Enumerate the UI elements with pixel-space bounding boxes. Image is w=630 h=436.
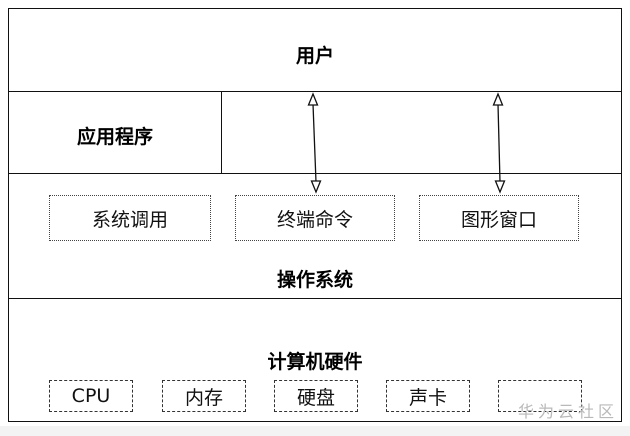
hw-disk: 硬盘 bbox=[274, 380, 358, 412]
hw-cpu: CPU bbox=[49, 380, 133, 412]
os-layer: 系统调用 终端命令 图形窗口 操作系统 bbox=[8, 173, 622, 299]
user-layer: 用户 bbox=[8, 8, 622, 92]
app-layer-title: 应用程序 bbox=[76, 126, 153, 148]
hw-soundcard: 声卡 bbox=[386, 380, 470, 412]
hw-memory: 内存 bbox=[162, 380, 246, 412]
hardware-layer-title: 计算机硬件 bbox=[267, 351, 363, 373]
hardware-layer: 计算机硬件 CPU 内存 硬盘 声卡 bbox=[8, 298, 622, 422]
hw-other bbox=[498, 380, 582, 412]
os-component-terminal: 终端命令 bbox=[235, 195, 395, 241]
app-layer-label-cell: 应用程序 bbox=[8, 91, 222, 174]
watermark: 华为云社区 bbox=[517, 402, 618, 421]
user-layer-title: 用户 bbox=[295, 45, 334, 67]
os-component-syscall: 系统调用 bbox=[49, 195, 211, 241]
os-component-gui: 图形窗口 bbox=[419, 195, 579, 241]
bottom-strip bbox=[0, 426, 630, 436]
os-layer-title: 操作系统 bbox=[276, 269, 353, 291]
